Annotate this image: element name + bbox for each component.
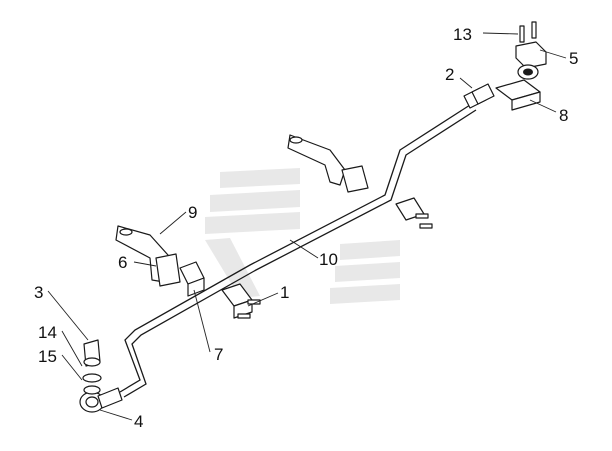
- clamp-right: [395, 197, 433, 229]
- pipe-fitting-2: [463, 83, 495, 109]
- callout-1: 1: [280, 283, 289, 302]
- screws-13: [519, 21, 537, 43]
- callout-14: 14: [38, 323, 57, 342]
- callout-10: 10: [319, 250, 338, 269]
- callout-7: 7: [214, 345, 223, 364]
- clamp-top-5: [515, 41, 547, 80]
- callout-4: 4: [134, 412, 143, 431]
- leader-lines: [47, 32, 567, 421]
- elbow-fitting-4: [79, 387, 123, 413]
- callout-15: 15: [38, 347, 57, 366]
- washer-15: [82, 373, 102, 395]
- callout-6: 6: [118, 253, 127, 272]
- clamp-block-7: [179, 261, 205, 297]
- bracket-8: [495, 79, 541, 111]
- callout-3: 3: [34, 283, 43, 302]
- callout-13: 13: [453, 25, 472, 44]
- callout-2: 2: [445, 65, 454, 84]
- callouts: 13 5 2 8 9 6 10 1 3 14 7 15 4: [34, 25, 578, 431]
- upper-bracket: [287, 134, 369, 193]
- watermark-logo: [205, 168, 400, 304]
- callout-9: 9: [188, 203, 197, 222]
- bracket-9: [115, 225, 169, 283]
- callout-5: 5: [569, 49, 578, 68]
- clamp-1: [221, 283, 261, 319]
- fitting-14: [83, 339, 101, 367]
- clip-6: [155, 253, 181, 287]
- callout-8: 8: [559, 106, 568, 125]
- pipe-line: [119, 104, 477, 398]
